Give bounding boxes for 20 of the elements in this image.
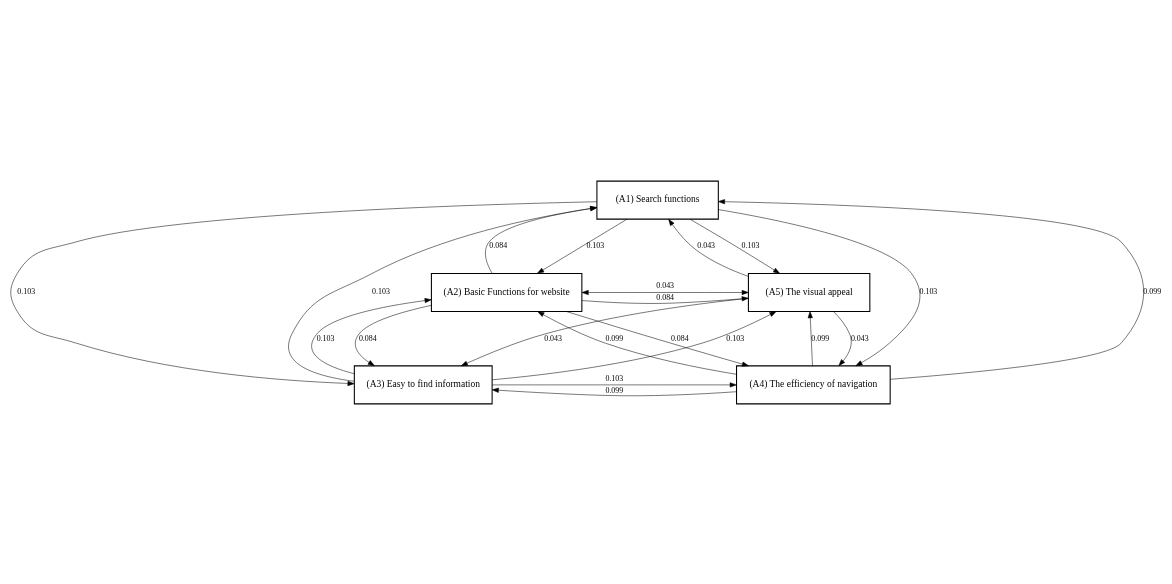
edge-label: 0.099 bbox=[605, 385, 624, 395]
edge-label: 0.084 bbox=[670, 333, 689, 343]
edge-label: 0.084 bbox=[656, 292, 675, 302]
edge-label: 0.043 bbox=[544, 333, 562, 343]
edge-label: 0.103 bbox=[372, 286, 390, 296]
edge-label: 0.103 bbox=[17, 286, 36, 296]
edge-label: 0.043 bbox=[697, 240, 716, 250]
edge-label: 0.043 bbox=[850, 333, 869, 343]
edge-label: 0.084 bbox=[489, 240, 508, 250]
edge-label: 0.103 bbox=[316, 333, 335, 343]
edge-label: 0.103 bbox=[741, 240, 760, 250]
edge-label: 0.099 bbox=[1143, 286, 1162, 296]
edge-label: 0.099 bbox=[811, 333, 830, 343]
edge-label: 0.103 bbox=[726, 333, 745, 343]
edge-label: 0.099 bbox=[605, 333, 624, 343]
edge-label: 0.103 bbox=[919, 286, 938, 296]
edge-label: 0.043 bbox=[656, 280, 675, 290]
edge-label: 0.103 bbox=[605, 373, 624, 383]
edge-label: 0.103 bbox=[586, 240, 605, 250]
edge-label: 0.084 bbox=[358, 333, 377, 343]
